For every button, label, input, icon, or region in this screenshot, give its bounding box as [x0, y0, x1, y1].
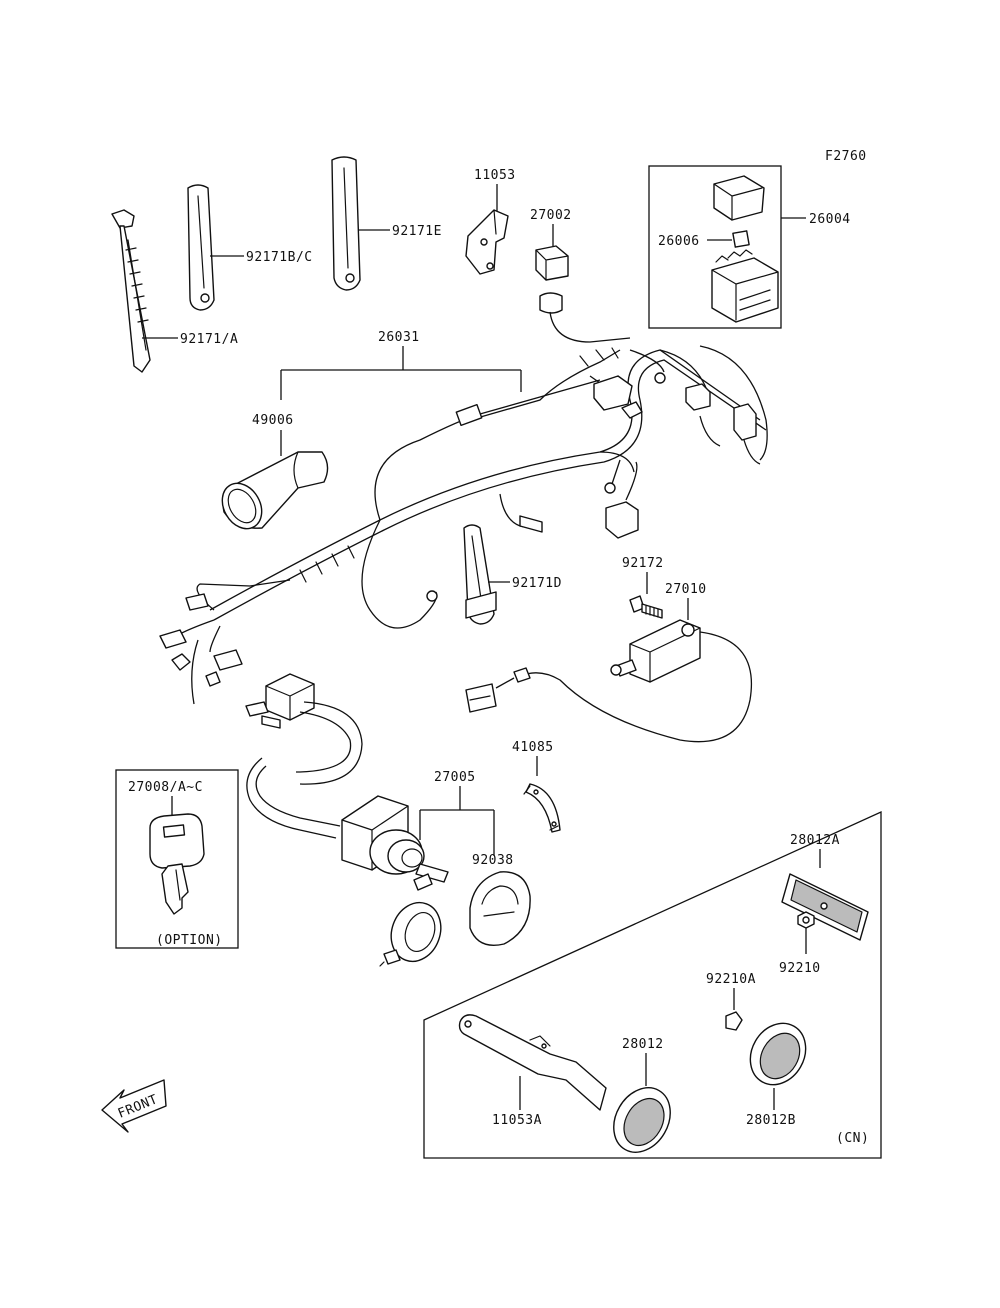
plate-41085	[523, 783, 561, 833]
cable-tie-92171bc	[187, 184, 215, 311]
label-92172: 92172	[622, 556, 664, 571]
front-arrow-icon: FRONT	[101, 1079, 167, 1133]
label-27005: 27005	[434, 770, 476, 785]
label-92171bc: 92171B/C	[246, 250, 313, 265]
label-92171a: 92171/A	[180, 332, 238, 347]
box-26004	[648, 165, 782, 329]
label-option: (OPTION)	[156, 933, 223, 948]
ignition-switch-27005	[341, 795, 449, 891]
label-92038: 92038	[472, 853, 514, 868]
bolt-92172	[629, 595, 663, 619]
label-26004: 26004	[809, 212, 851, 227]
ignition-lead	[245, 673, 363, 839]
label-92171e: 92171E	[392, 224, 442, 239]
label-27002: 27002	[530, 208, 572, 223]
label-11053a: 11053A	[492, 1113, 542, 1128]
fuse-box-base	[711, 249, 779, 323]
wiring-harness-26031	[159, 345, 768, 705]
label-26031: 26031	[378, 330, 420, 345]
fuse-26006	[732, 230, 750, 248]
label-26006: 26006	[658, 234, 700, 249]
fuse-box-cover	[713, 175, 765, 221]
label-27010: 27010	[665, 582, 707, 597]
label-92171d: 92171D	[512, 576, 562, 591]
cable-tie-92171a	[111, 209, 151, 373]
cover-92038	[469, 871, 531, 946]
figure-code: F2760	[825, 149, 867, 164]
reflector-28012	[613, 1087, 671, 1153]
key-27008	[149, 813, 205, 915]
switch-27010	[465, 619, 752, 743]
nut-92210a	[725, 1011, 743, 1031]
key-ring	[379, 901, 442, 967]
label-11053: 11053	[474, 168, 516, 183]
leader-26031	[280, 346, 522, 400]
cable-tie-92171d	[463, 524, 497, 625]
reflector-28012b	[749, 1022, 807, 1086]
cap-49006	[221, 451, 329, 530]
bracket-11053a	[458, 1014, 607, 1111]
reflector-28012a	[781, 873, 869, 941]
box-27008	[115, 769, 239, 949]
nut-92210	[797, 911, 815, 929]
leader-27005-branch	[419, 809, 495, 840]
label-92210: 92210	[779, 961, 821, 976]
cable-tie-92171e	[331, 156, 361, 291]
label-92210a: 92210A	[706, 972, 756, 987]
label-28012a: 28012A	[790, 833, 840, 848]
box-cn-group	[423, 810, 882, 1159]
label-28012b: 28012B	[746, 1113, 796, 1128]
label-27008: 27008/A~C	[128, 780, 203, 795]
bracket-11053	[465, 209, 509, 275]
label-28012: 28012	[622, 1037, 664, 1052]
label-cn: (CN)	[836, 1131, 869, 1146]
label-49006: 49006	[252, 413, 294, 428]
relay-27002	[535, 245, 631, 343]
label-41085: 41085	[512, 740, 554, 755]
